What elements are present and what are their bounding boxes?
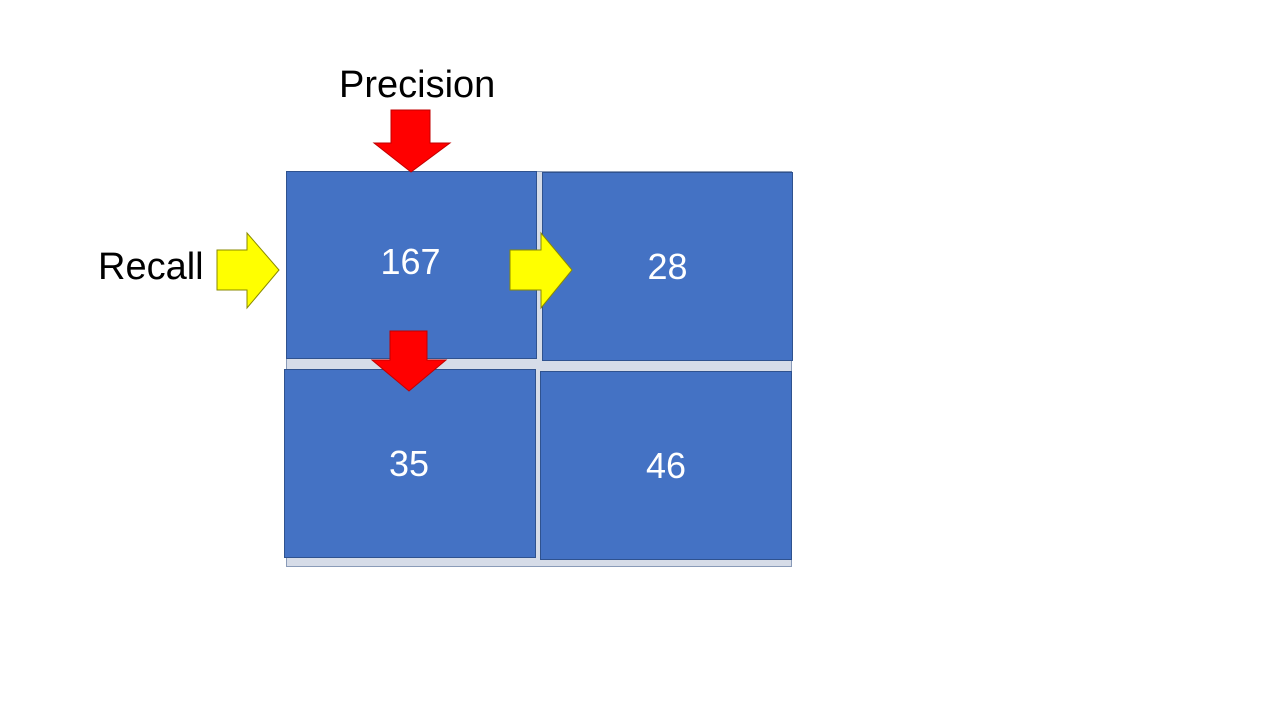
precision-down-arrow-lower-icon [370,330,448,392]
recall-right-arrow-shape [216,231,280,310]
matrix-cell-top-left: 167 [286,171,537,359]
precision-down-arrow-lower-shape [370,330,448,392]
matrix-cell-bottom-left: 35 [284,369,536,558]
recall-right-arrow-icon [216,231,280,310]
matrix-value-bottom-left: 35 [388,442,430,484]
precision-down-arrow-shape [372,109,452,173]
recall-right-arrow-middle-icon [509,231,573,310]
matrix-value-top-right: 28 [647,245,688,287]
matrix-cell-bottom-right: 46 [540,371,792,560]
matrix-cell-top-right: 28 [542,172,793,361]
recall-label: Recall [98,246,204,288]
matrix-value-top-left: 167 [380,241,441,282]
precision-label: Precision [339,64,496,106]
precision-down-arrow-icon [372,109,452,173]
recall-right-arrow-middle-shape [509,231,573,310]
matrix-value-bottom-right: 46 [645,444,687,486]
